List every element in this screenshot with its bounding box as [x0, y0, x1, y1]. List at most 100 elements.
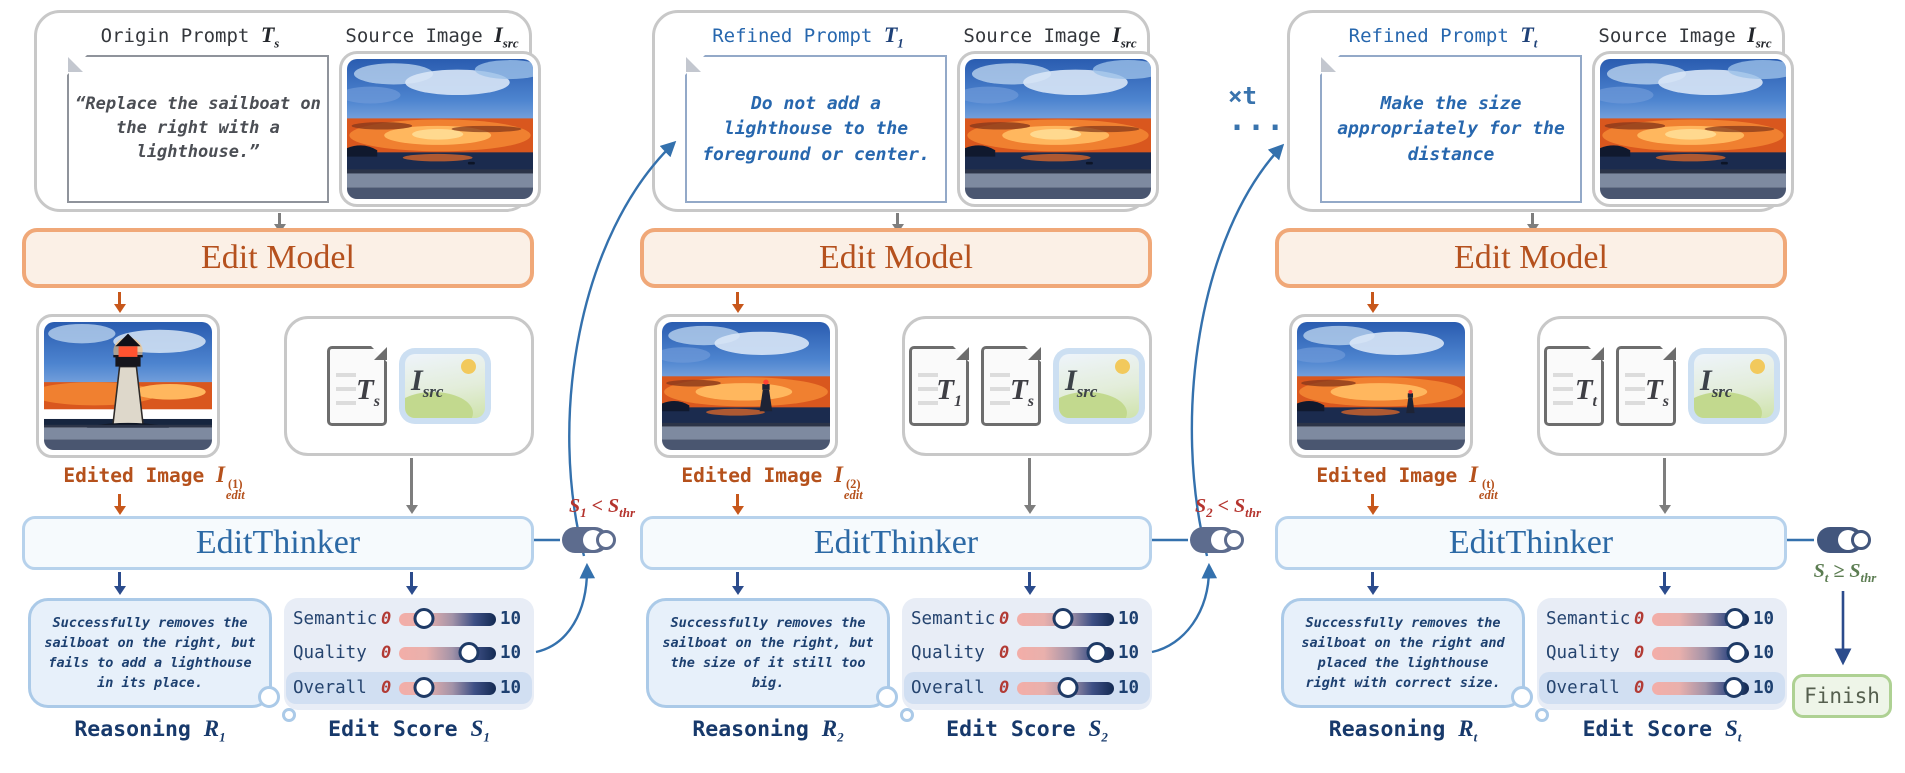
editthinker-box: EditThinker	[1275, 516, 1787, 570]
slider-track[interactable]	[1652, 677, 1749, 698]
finish-toggle[interactable]	[1817, 527, 1873, 553]
edited-variable: I(1)edit	[215, 462, 245, 502]
slider-track[interactable]	[1652, 608, 1749, 629]
source-image-title: Source Image Isrc	[1582, 22, 1788, 51]
slider-knob[interactable]	[1057, 677, 1079, 698]
image-icon-art	[405, 354, 485, 418]
editthinker-box: EditThinker	[22, 516, 534, 570]
slider-label: Semantic	[1546, 609, 1631, 629]
prompt-doc-icon: Ts	[981, 345, 1042, 426]
prompt-variable: Tt	[1520, 22, 1538, 51]
model-to-edited-arrow	[1366, 292, 1379, 313]
doc-fold-corner	[370, 345, 388, 363]
doc-variable: Ts	[356, 374, 380, 410]
note-fold-corner	[67, 55, 87, 75]
note-fold-corner	[685, 55, 705, 75]
prompt-doc-icon: T1	[909, 345, 970, 426]
slider-track[interactable]	[1017, 642, 1114, 663]
thinker-to-score-arrow	[1658, 572, 1671, 595]
slider-max: 10	[500, 678, 522, 698]
source-image-title: Source Image Isrc	[947, 22, 1153, 51]
slider-track[interactable]	[399, 642, 496, 663]
slider-label: Overall	[293, 678, 367, 698]
loop-iterations-note: ×t ...	[1228, 84, 1285, 136]
slider-max: 10	[500, 643, 522, 663]
loop-times-label: ×t	[1228, 82, 1257, 110]
edit-score-panel: Semantic 0 10 Quality 0 10 Overall 0 10	[284, 598, 534, 710]
model-to-edited-arrow	[731, 292, 744, 313]
prompt-title: Origin Prompt Ts	[59, 22, 321, 51]
prompt-doc-icon: Ts	[327, 345, 388, 426]
score-to-toggle-arrow	[1151, 562, 1218, 654]
slider-knob[interactable]	[1723, 677, 1745, 698]
prompt-title: Refined Prompt Tt	[1312, 22, 1574, 51]
slider-min: 0	[381, 643, 392, 663]
edited-label-text: Edited Image	[681, 464, 823, 487]
edit-model-box: Edit Model	[22, 228, 534, 288]
score-to-toggle-arrow	[535, 562, 596, 654]
source-title-text: Source Image	[345, 25, 483, 47]
slider-track[interactable]	[1652, 642, 1749, 663]
doc-variable: T1	[936, 374, 962, 410]
slider-knob[interactable]	[1726, 642, 1748, 663]
edit-score-panel: Semantic 0 10 Quality 0 10 Overall 0 10	[902, 598, 1152, 710]
score-slider-row: Semantic 0 10	[1546, 604, 1778, 634]
iterate-toggle[interactable]	[562, 527, 618, 553]
edit-score-label: Edit Score S1	[328, 716, 490, 745]
iterate-toggle[interactable]	[1190, 527, 1246, 553]
thinker-to-reasoning-arrow	[731, 572, 744, 595]
source-image-title: Source Image Isrc	[329, 22, 535, 51]
slider-knob[interactable]	[413, 677, 435, 698]
slider-max: 10	[1118, 609, 1140, 629]
slider-max: 10	[1118, 643, 1140, 663]
thought-bubble-circle	[1511, 686, 1533, 708]
thinker-to-reasoning-arrow	[1366, 572, 1379, 595]
score-slider-row: Overall 0 10	[904, 672, 1150, 704]
score-threshold-condition: St ≥ Sthr	[1813, 560, 1877, 585]
slider-min: 0	[1634, 678, 1645, 698]
image-icon-variable: Isrc	[1700, 364, 1733, 401]
slider-label: Semantic	[911, 609, 996, 629]
thinker-to-score-arrow	[1023, 572, 1036, 595]
source-title-text: Source Image	[963, 25, 1101, 47]
slider-min: 0	[381, 609, 392, 629]
slider-label: Quality	[1546, 643, 1620, 663]
slider-track[interactable]	[1017, 677, 1114, 698]
prompt-title: Refined Prompt T1	[677, 22, 939, 51]
prompt-note: Make the size appropriately for the dist…	[1320, 55, 1582, 203]
score-slider-row: Quality 0 10	[911, 638, 1143, 668]
slider-knob[interactable]	[458, 642, 480, 663]
slider-track[interactable]	[399, 677, 496, 698]
toggle-ring	[1224, 530, 1244, 550]
edited-image	[36, 314, 220, 458]
finish-button[interactable]: Finish	[1792, 674, 1892, 718]
slider-max: 10	[1753, 643, 1775, 663]
slider-knob[interactable]	[413, 608, 435, 629]
slider-knob[interactable]	[1086, 642, 1108, 663]
slider-knob[interactable]	[1724, 608, 1746, 629]
slider-max: 10	[1753, 609, 1775, 629]
group-to-model-arrow	[891, 213, 904, 233]
prompt-doc-icon: Tt	[1544, 345, 1605, 426]
score-slider-row: Quality 0 10	[1546, 638, 1778, 668]
edited-photo-lighthouse-large	[44, 322, 212, 450]
edit-score-panel: Semantic 0 10 Quality 0 10 Overall 0 10	[1537, 598, 1787, 710]
slider-min: 0	[999, 643, 1010, 663]
score-slider-row: Semantic 0 10	[293, 604, 525, 634]
edited-image-label: Edited Image I(1)edit	[22, 462, 286, 501]
docs-to-thinker-arrow	[405, 458, 418, 514]
slider-track[interactable]	[1017, 608, 1114, 629]
slider-track[interactable]	[399, 608, 496, 629]
edited-variable: I(2)edit	[833, 462, 863, 502]
doc-fold-corner	[1024, 345, 1042, 363]
edited-label-text: Edited Image	[1316, 464, 1458, 487]
slider-knob[interactable]	[1052, 608, 1074, 629]
inputs-group: Refined Prompt T1 Source Image Isrc Do n…	[652, 10, 1159, 212]
image-icon-variable: Isrc	[411, 364, 444, 401]
toggle-ring	[596, 530, 616, 550]
source-image	[957, 51, 1159, 207]
edited-image-label: Edited Image I(t)edit	[1275, 462, 1539, 501]
source-image	[1592, 51, 1794, 207]
reasoning-label: Reasoning Rt	[1328, 716, 1478, 745]
